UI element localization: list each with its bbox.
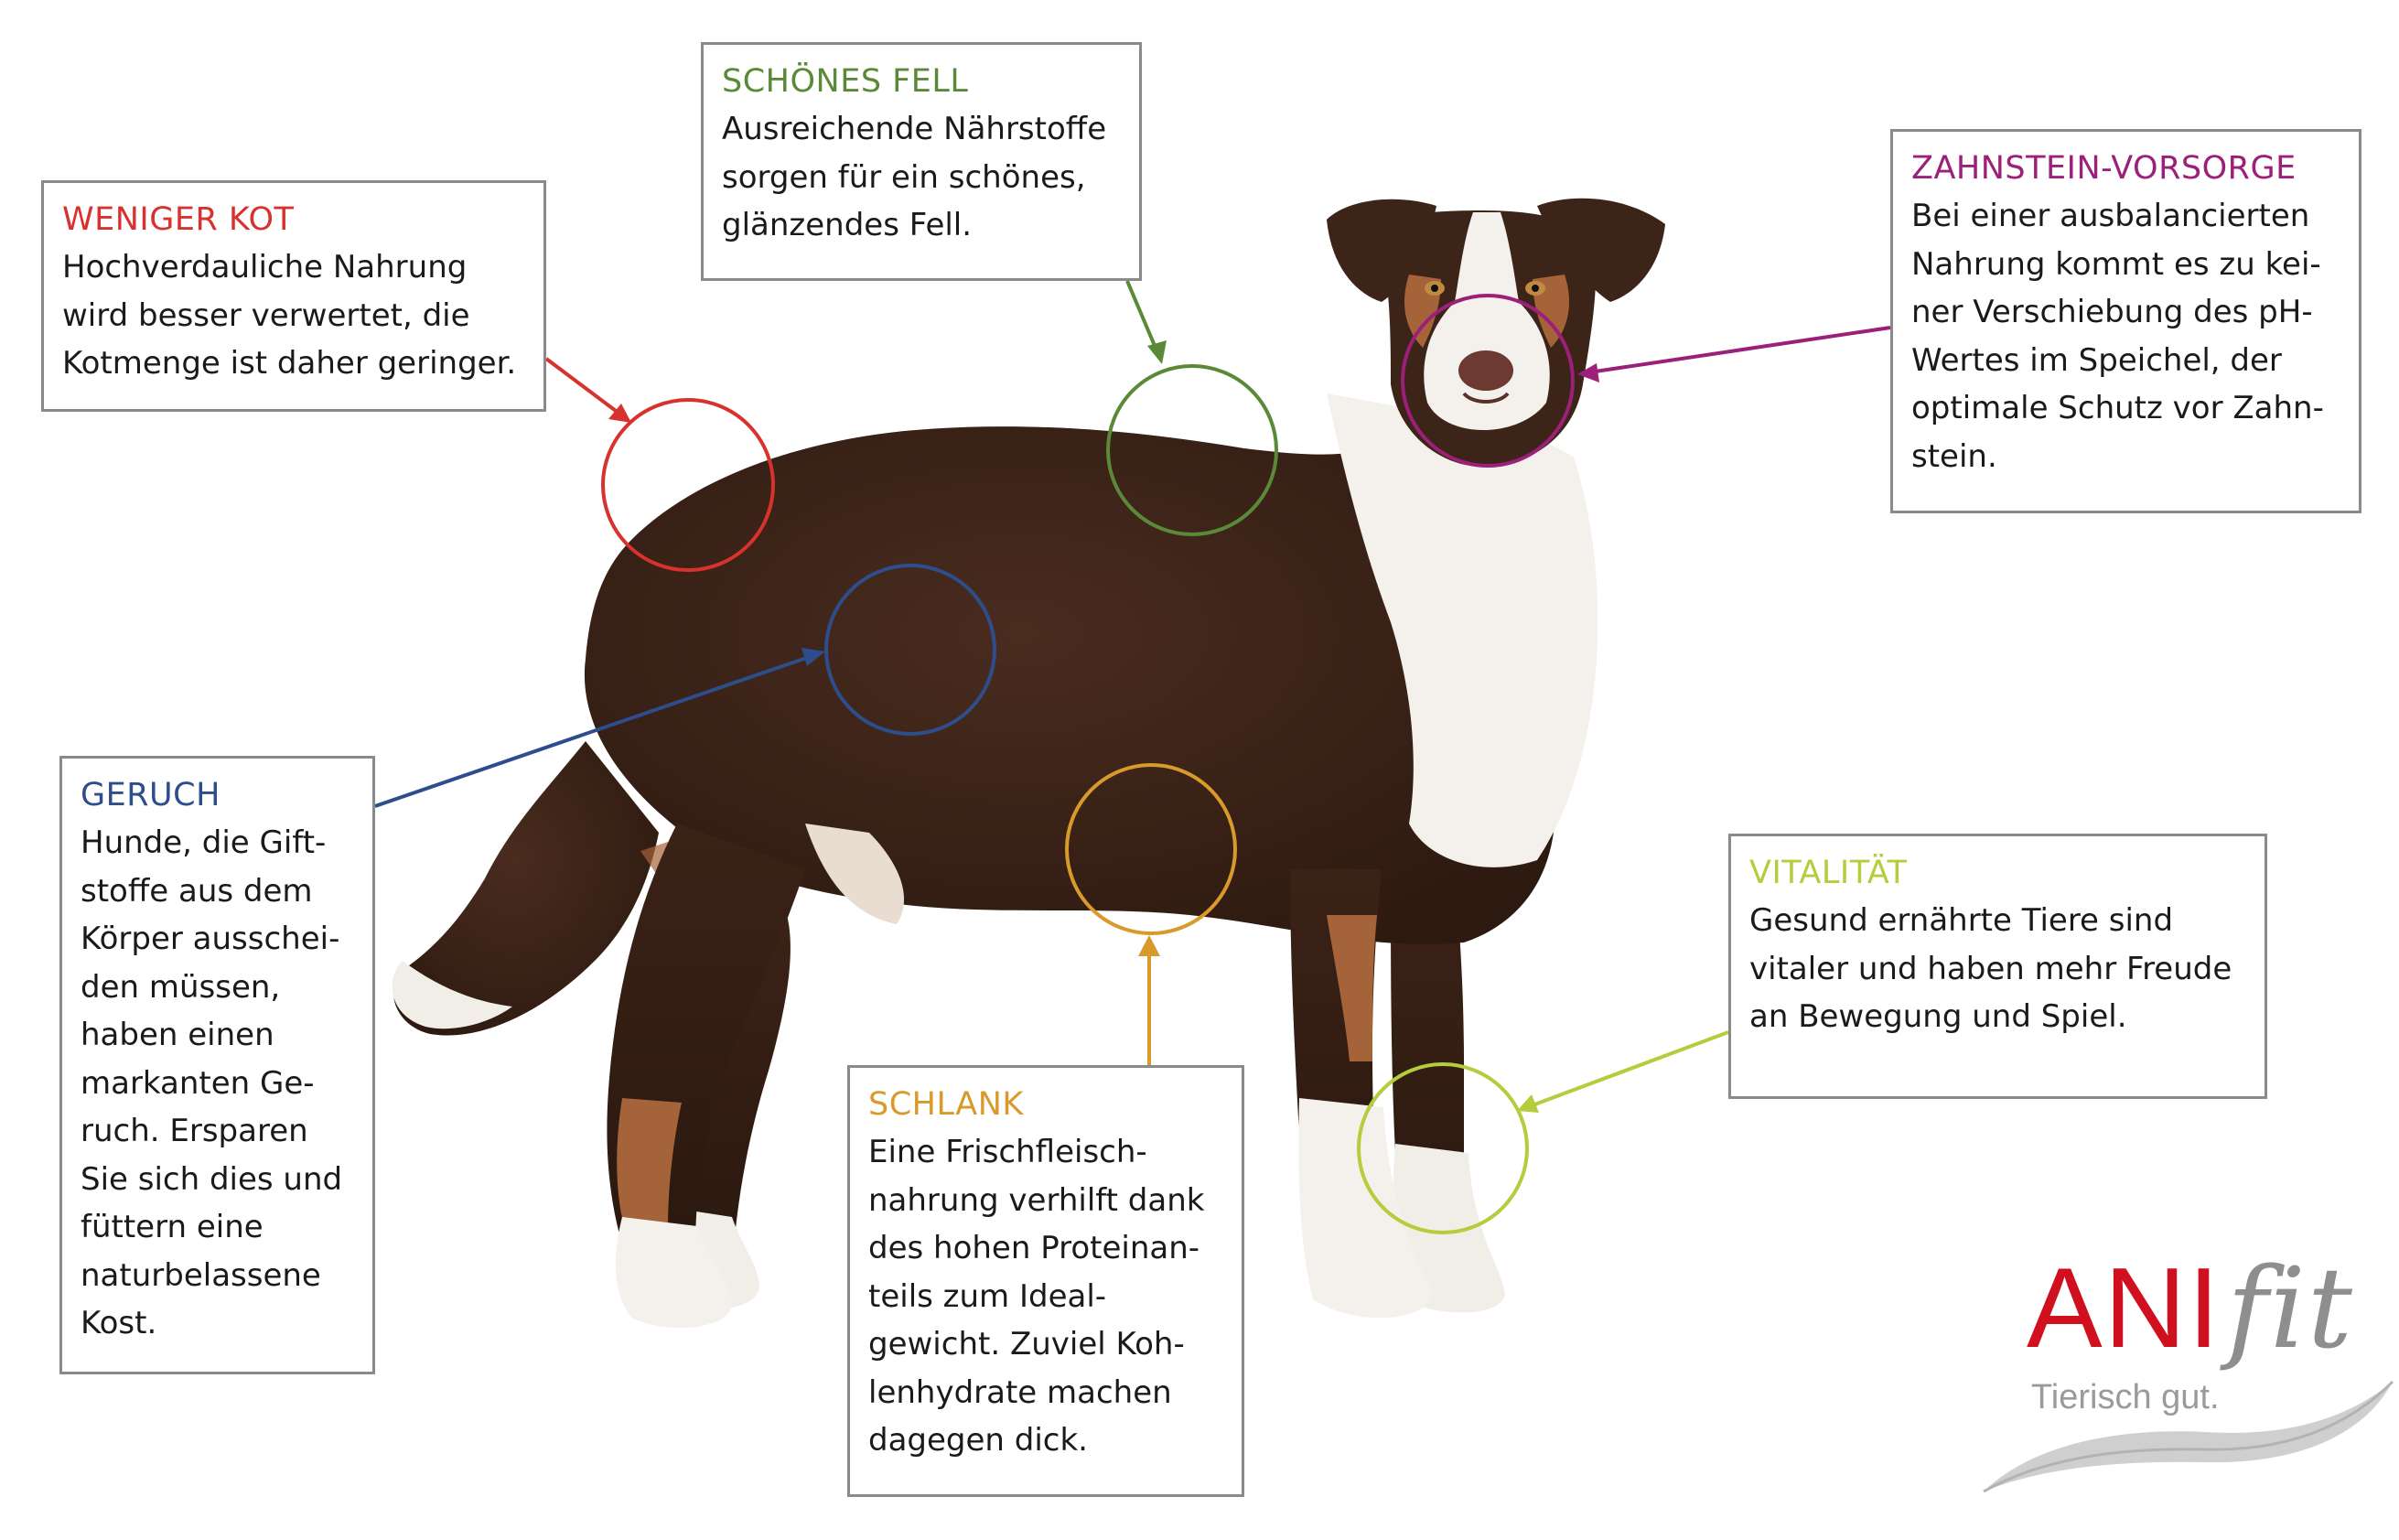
anifit-logo: ANIfit Tierisch gut. [1976, 1244, 2399, 1537]
callout-zahnstein-vorsorge: ZAHNSTEIN-VORSORGE Bei einer ausbalancie… [1890, 129, 2361, 513]
logo-tagline: Tierisch gut. [2031, 1378, 2220, 1416]
circle-geruch [824, 564, 996, 736]
logo-wordmark-main: ANI [2027, 1245, 2221, 1372]
leader-geruch [374, 652, 821, 808]
callout-text: Hochverdauliche Nahrung wird besser verw… [62, 249, 517, 382]
dog-ear-left [1327, 199, 1436, 302]
callout-weniger-kot: WENIGER KOT Hochverdauliche Nahrung wird… [41, 180, 546, 412]
logo-wordmark-accent: fit [2226, 1244, 2354, 1373]
highlight-circles [601, 294, 1575, 1234]
dog-tail-tip [392, 961, 512, 1029]
callout-text: Bei einer ausbalancierten Nahrung kommt … [1911, 198, 2324, 475]
callout-title: SCHLANK [868, 1086, 1024, 1123]
callout-text: Eine Frischfleisch- nahrung verhilft dan… [868, 1134, 1205, 1459]
circle-schoenes-fell [1106, 364, 1278, 536]
leader-weniger-kot [544, 357, 629, 421]
callout-title: WENIGER KOT [62, 201, 295, 238]
dog-tail [393, 741, 659, 1036]
callout-text: Hunde, die Gift- stoffe aus dem Körper a… [81, 824, 343, 1341]
callout-title: VITALITÄT [1749, 855, 1908, 891]
dog-nose [1458, 350, 1513, 391]
leader-lines [374, 280, 1891, 1113]
dog-hind-paw-near [615, 1217, 732, 1329]
dog-face-blaze [1424, 212, 1550, 430]
circle-zahnstein [1401, 294, 1575, 468]
callout-geruch: GERUCH Hunde, die Gift- stoffe aus dem K… [59, 756, 375, 1374]
callout-schlank: SCHLANK Eine Frischfleisch- nahrung verh… [847, 1065, 1244, 1497]
dog-front-leg-tan [1327, 915, 1377, 1061]
leader-zahnstein [1582, 326, 1891, 375]
dog-hind-leg-tan [617, 1098, 682, 1228]
dog-ear-right [1537, 198, 1665, 302]
leader-vitalitaet [1522, 1030, 1729, 1111]
callout-title: GERUCH [81, 777, 221, 813]
callout-text: Gesund ernährte Tiere sind vitaler und h… [1749, 902, 2232, 1035]
callout-vitalitaet: VITALITÄT Gesund ernährte Tiere sind vit… [1728, 834, 2267, 1099]
circle-vitalitaet [1357, 1062, 1529, 1234]
logo-wordmark: ANIfit [2027, 1244, 2354, 1373]
dog-body [584, 426, 1555, 945]
callout-title: ZAHNSTEIN-VORSORGE [1911, 150, 2297, 187]
dog-belly-patch [805, 824, 905, 924]
callout-text: Ausreichende Nährstoffe sorgen für ein s… [722, 111, 1107, 243]
logo-swoosh-icon [1983, 1380, 2394, 1493]
circle-schlank [1065, 763, 1237, 935]
circle-weniger-kot [601, 398, 775, 572]
dog-chest [1327, 393, 1598, 867]
dog-front-paw-near [1298, 1098, 1432, 1319]
callout-schoenes-fell: SCHÖNES FELL Ausreichende Nährstoffe sor… [701, 42, 1142, 281]
callout-title: SCHÖNES FELL [722, 63, 969, 100]
